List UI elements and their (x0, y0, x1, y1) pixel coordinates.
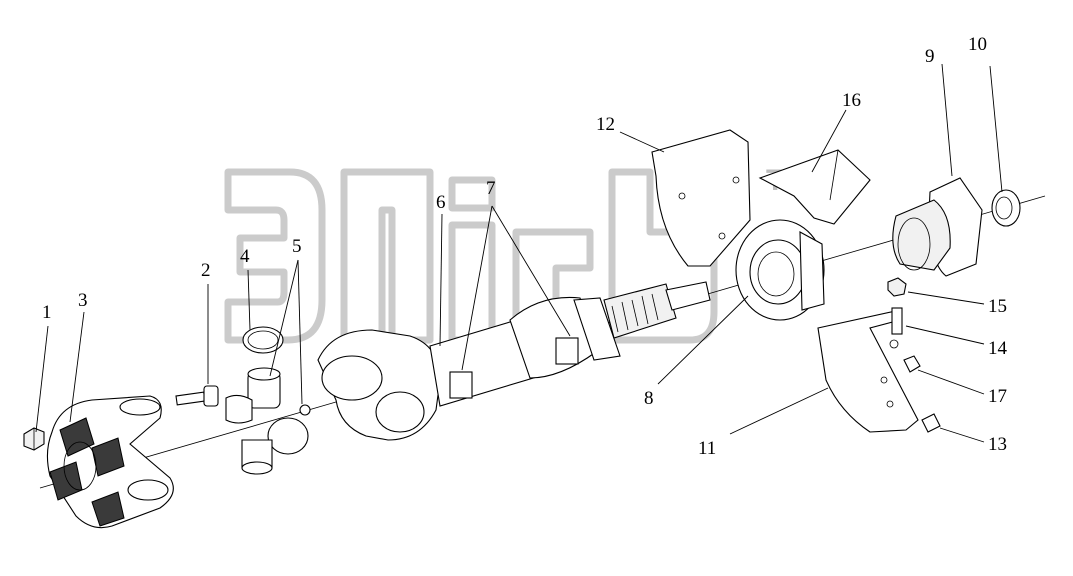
flange-housing-part-9 (892, 177, 983, 277)
callout-leaders (35, 63, 1003, 443)
label-part-2: 2 (201, 260, 211, 281)
label-part-4: 4 (240, 246, 250, 267)
label-part-7: 7 (486, 178, 496, 199)
fastener-stack-parts-14-15-17 (887, 277, 921, 373)
bolt-part-13 (921, 413, 941, 433)
label-part-3: 3 (78, 290, 88, 311)
bolt-part-2 (175, 385, 219, 407)
cross-bearing-part-5 (225, 367, 311, 475)
center-bearing-part-8 (735, 219, 825, 321)
label-part-6: 6 (436, 192, 446, 213)
label-part-1: 1 (42, 302, 52, 323)
label-part-9: 9 (925, 46, 935, 67)
label-part-10: 10 (968, 34, 987, 55)
upper-bracket-part-12 (651, 129, 751, 267)
seal-part-10 (991, 189, 1021, 227)
label-part-11: 11 (698, 438, 716, 459)
label-part-14: 14 (988, 338, 1008, 359)
label-part-13: 13 (988, 434, 1007, 455)
label-part-5: 5 (292, 236, 302, 257)
spline-shaft (603, 281, 711, 339)
part-number-labels: 1 2 3 4 5 6 7 8 9 10 11 12 13 14 15 16 1… (42, 34, 1008, 459)
cover-plate-part-16 (758, 149, 871, 225)
lower-bracket-part-11 (817, 309, 919, 433)
label-part-12: 12 (596, 114, 615, 135)
label-part-16: 16 (842, 90, 861, 111)
label-part-15: 15 (988, 296, 1007, 317)
nut-part-1 (23, 427, 45, 451)
label-part-17: 17 (988, 386, 1007, 407)
label-part-8: 8 (644, 388, 654, 409)
tube-part-7 (509, 296, 621, 379)
snap-ring-part-4 (242, 326, 284, 354)
flange-yoke-part-3 (46, 395, 174, 529)
slip-yoke-part-6 (317, 315, 541, 441)
